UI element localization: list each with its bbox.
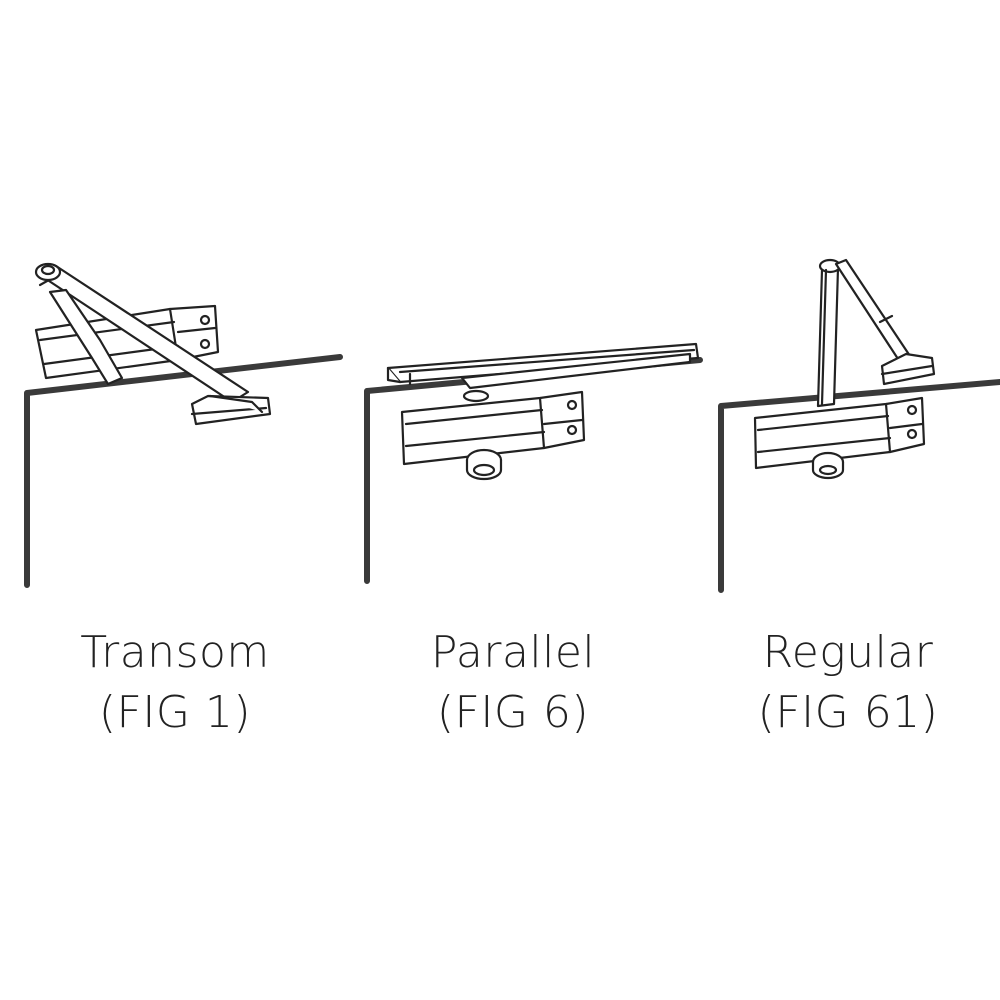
caption-parallel-name: Parallel [430, 627, 596, 678]
regular-illustration [718, 258, 1000, 593]
caption-regular-name: Regular [762, 627, 934, 678]
caption-transom-name: Transom [80, 627, 270, 678]
regular-adjustment-knob [811, 451, 845, 480]
transom-arm [34, 262, 250, 404]
parallel-door-frame [364, 357, 703, 584]
parallel-illustration [364, 342, 703, 584]
transom-frame-bracket [190, 394, 272, 426]
regular-forearm [834, 258, 912, 364]
parallel-closer-body [400, 389, 586, 466]
caption-transom: Transom (FIG 1) [40, 623, 310, 743]
caption-parallel-figure: (FIG 6) [436, 687, 590, 738]
regular-main-arm [816, 258, 842, 408]
caption-parallel: Parallel (FIG 6) [378, 623, 648, 743]
transom-door-frame [24, 354, 343, 588]
caption-regular: Regular (FIG 61) [713, 623, 983, 743]
regular-closer-body [753, 396, 926, 470]
parallel-adjustment-knob [465, 448, 503, 481]
transom-illustration [24, 262, 343, 588]
parallel-arm [386, 342, 700, 390]
regular-shoe-bracket [880, 352, 936, 386]
caption-transom-figure: (FIG 1) [98, 687, 252, 738]
regular-door-frame [718, 379, 1000, 593]
caption-regular-figure: (FIG 61) [757, 687, 939, 738]
